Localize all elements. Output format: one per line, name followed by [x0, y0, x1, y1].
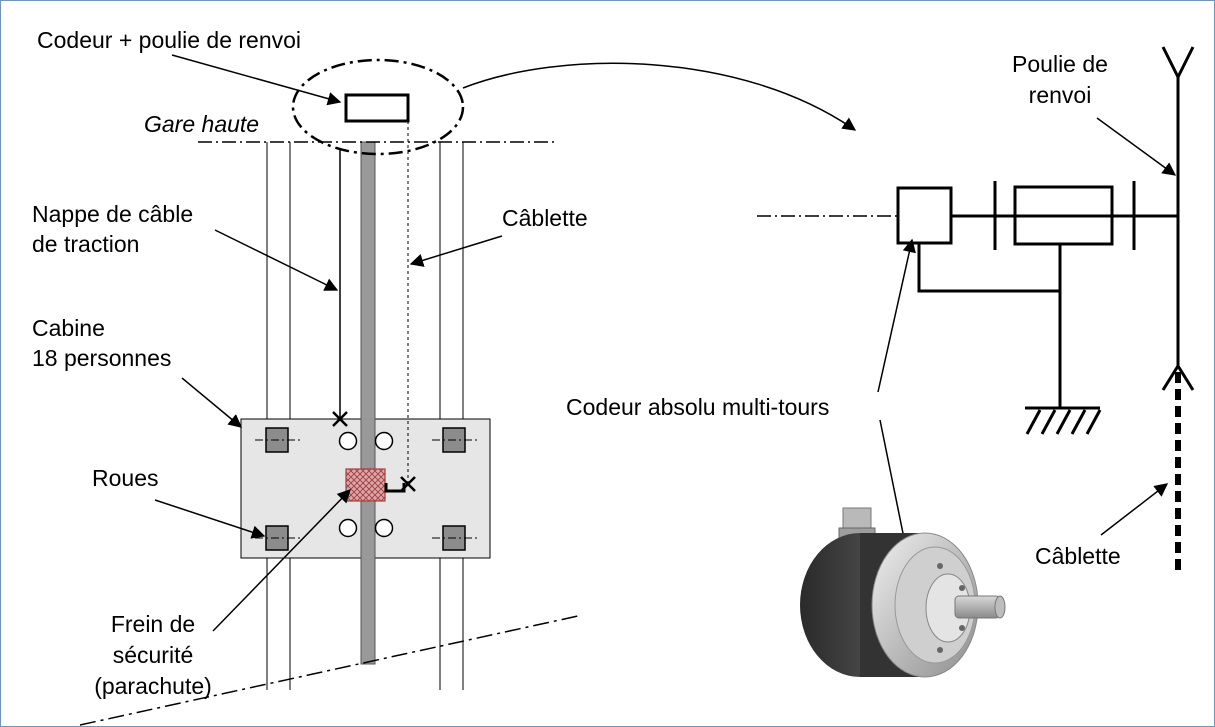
- encoder-box-top: [344, 93, 410, 123]
- guide-rollers: [338, 431, 394, 538]
- label-poulie-line1: Poulie de: [1012, 51, 1108, 77]
- safety-brake: [345, 468, 386, 502]
- label-cablette-left: Câblette: [502, 205, 588, 231]
- ground-line: [79, 615, 579, 726]
- label-frein-line1: Frein de: [110, 611, 196, 637]
- leader-arrows-left: [154, 54, 503, 632]
- label-nappe-line2: de traction: [32, 231, 140, 257]
- zoom-arrow: [462, 62, 857, 131]
- pulley-cable-top: [1161, 46, 1195, 368]
- label-poulie-line2: renvoi: [1028, 82, 1092, 108]
- label-cabine-line2: 18 personnes: [32, 345, 172, 371]
- label-nappe-line1: Nappe de câble: [32, 201, 194, 227]
- ground-hatch: [1025, 409, 1102, 435]
- guide-rails: [266, 142, 464, 690]
- encoder-symbol: [896, 186, 953, 245]
- central-rail: [360, 141, 376, 665]
- frame-link: [917, 243, 1062, 408]
- label-gare-haute: Gare haute: [144, 111, 260, 137]
- label-frein-line3: (parachute): [94, 673, 212, 699]
- label-frein-line2: sécurité: [112, 642, 194, 668]
- leader-arrows-right: [877, 117, 1177, 560]
- pulley-cable-fork: [1161, 363, 1195, 391]
- label-cablette-right: Câblette: [1035, 543, 1121, 569]
- label-codeur-poulie: Codeur + poulie de renvoi: [37, 27, 302, 53]
- label-cabine-line1: Cabine: [32, 315, 105, 341]
- brake-lever: [384, 483, 406, 493]
- encoder-photo: [800, 507, 1006, 678]
- label-codeur-absolu: Codeur absolu multi-tours: [566, 394, 830, 420]
- label-roues: Roues: [92, 465, 159, 491]
- encoder-highlight-ellipse: [291, 58, 465, 156]
- traction-cable-attach-x: [332, 411, 348, 427]
